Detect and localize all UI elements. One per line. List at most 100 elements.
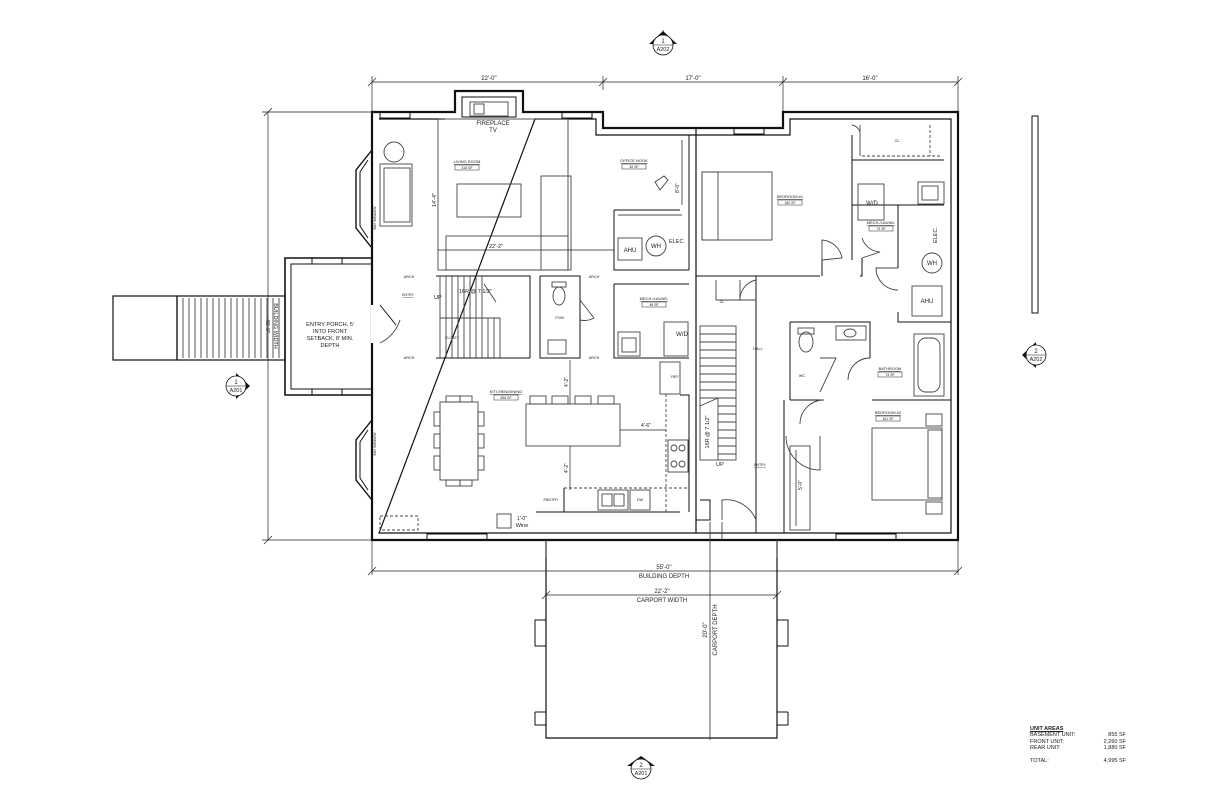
unit-area-row: BASEMENT UNIT: 855 SF xyxy=(1030,732,1126,738)
rear-closet-top: CL xyxy=(851,124,942,157)
front-stair: 16R @ 7 1/2" UP CLOSET ENTRY ARCH ARCH A… xyxy=(402,275,600,360)
callout-bottom-num: 2 xyxy=(639,763,643,769)
unit-area-total-label: TOTAL: xyxy=(1030,757,1049,764)
section-callout-left[interactable]: 1 A201 xyxy=(225,373,250,399)
carport: 22'-2" CARPORT WIDTH 20'-0" CARPORT DEPT… xyxy=(534,522,789,740)
dim-seg-left: 22'-0" xyxy=(481,76,496,82)
office-nook-label: OFFICE NOOK xyxy=(620,158,648,163)
unit-area-label: BASEMENT UNIT: xyxy=(1030,732,1076,739)
rear-hall: CL HALL xyxy=(715,279,763,351)
tv-label: TV xyxy=(489,128,497,134)
ahu-rear-label: AHU xyxy=(921,299,934,305)
bay-window-bottom-label: BAY WINDOW xyxy=(373,432,377,456)
living-room-label: LIVING ROOM xyxy=(454,159,481,164)
bedroom-1: BEDROOM #1 160 SF xyxy=(701,171,843,261)
section-callout-top[interactable]: 1 A202 xyxy=(649,30,677,56)
unit-area-row: FRONT UNIT: 2,260 SF xyxy=(1030,739,1126,745)
wh-rear-label: WH xyxy=(927,261,937,267)
stair-front-label: 16R @ 7 1/2" xyxy=(459,289,492,295)
living-room: FIREPLACE TV LIVING ROOM 316 SF 14'-4" 2… xyxy=(373,118,614,271)
dim-living-width: 22'-2" xyxy=(489,244,503,250)
kitchen-label: KITCHEN/DINING xyxy=(490,389,523,394)
office-nook-area: 42 SF xyxy=(629,165,638,169)
callout-right-sheet: A202 xyxy=(1030,357,1043,363)
unit-area-label: FRONT UNIT: xyxy=(1030,738,1065,745)
entry-porch: ENTRY PORCH, 5' INTO FRONT SETBACK, 8' M… xyxy=(284,257,401,396)
wh-front-label: WH xyxy=(651,244,661,250)
powder-room: POW. xyxy=(547,281,595,355)
bathroom-area: 74 SF xyxy=(885,373,894,377)
dim-carport-width-label: CARPORT WIDTH xyxy=(637,598,687,604)
office-nook: OFFICE NOOK 42 SF 8'-0" xyxy=(618,140,683,216)
exterior-walls xyxy=(355,89,960,542)
callout-bottom-sheet: A201 xyxy=(635,771,648,777)
mech-laundry-rear: W/D MECH./LAUND. 73 SF ELEC. WH AHU xyxy=(857,181,945,317)
callout-right-num: 2 xyxy=(1034,349,1038,355)
living-room-area: 316 SF xyxy=(461,166,472,170)
porch-label-2: INTO FRONT xyxy=(313,329,348,335)
dim-bedroom-2: 5'-0" xyxy=(798,480,804,490)
wd-rear-label: W/D xyxy=(866,201,878,207)
wc-label: WC xyxy=(799,374,806,378)
ahu-front-label: AHU xyxy=(624,248,637,254)
unit-area-row: REAR UNIT: 1,880 SF xyxy=(1030,745,1126,751)
mech-laund-2-label: MECH./LAUND. xyxy=(867,220,896,225)
bathroom: WC BATHROOM 74 SF xyxy=(797,325,945,425)
section-callout-bottom[interactable]: 2 A201 xyxy=(627,756,655,780)
kitchen-area: 456 SF xyxy=(500,396,511,400)
arch-label-1: ARCH xyxy=(404,275,415,279)
dim-carport-depth: 20'-0" xyxy=(703,622,709,637)
elec-rear-label: ELEC. xyxy=(933,227,939,243)
front-mech-equipment: AHU WH ELEC. xyxy=(617,235,685,261)
unit-area-value: 855 SF xyxy=(1108,732,1126,739)
rear-unit-interior-walls xyxy=(696,135,951,533)
entry-rear-label: ENTRY xyxy=(754,463,766,467)
bay-window-top-label: BAY WINDOW xyxy=(373,206,377,230)
dim-island-2: 4'-6" xyxy=(641,423,651,429)
cl-rear-top-label: CL xyxy=(894,138,900,143)
bathroom-label: BATHROOM xyxy=(879,366,902,371)
dim-seg-mid: 17'-0" xyxy=(685,76,700,82)
hall-label: HALL xyxy=(753,347,763,351)
kitchen-dining: KITCHEN/DINING 456 SF 4'-2" 4'-6" 4'-2" … xyxy=(373,360,689,531)
dim-living-depth: 14'-4" xyxy=(432,193,438,207)
stair-rear-label: 16R @ 7 1/2" xyxy=(705,415,711,448)
bottom-dimension-line: 55'-0" BUILDING DEPTH xyxy=(367,540,963,580)
wine-label: Wine xyxy=(516,523,529,529)
ref-label: REF xyxy=(671,375,679,379)
fireplace-label: FIREPLACE xyxy=(476,121,509,127)
dim-office: 8'-0" xyxy=(675,183,681,193)
dim-seg-right: 16'-0" xyxy=(862,76,877,82)
arch-label-2: ARCH xyxy=(404,356,415,360)
up-rear-label: UP xyxy=(716,462,724,468)
porch-label-3: SETBACK, 8' MIN. xyxy=(307,336,354,342)
elec-front-label: ELEC. xyxy=(669,239,685,245)
callout-left-sheet: A201 xyxy=(230,388,243,394)
rear-stair: 16R @ 7 1/2" UP ENTRY xyxy=(699,325,767,521)
mech-laund-2-area: 73 SF xyxy=(876,227,885,231)
closet-front-label: CLOSET xyxy=(445,336,460,340)
dim-overall-label: BUILDING DEPTH xyxy=(639,574,689,580)
section-callout-right[interactable]: 2 A202 xyxy=(1022,342,1047,368)
unit-areas-heading: UNIT AREAS xyxy=(1030,726,1064,732)
top-dimension-line: 22'-0" 17'-0" 16'-0" xyxy=(367,76,963,112)
bedroom-2: BEDROOM #2 161 SF 5'-0" xyxy=(785,410,943,531)
dim-carport-width: 22'-2" xyxy=(654,589,669,595)
entry-front-label: ENTRY xyxy=(402,293,414,297)
pantry-label: PANTRY xyxy=(543,498,559,502)
bedroom-2-label: BEDROOM #2 xyxy=(875,410,902,415)
dim-overall: 55'-0" xyxy=(656,565,671,571)
unit-area-value: 2,260 SF xyxy=(1103,738,1126,745)
mech-laundry-front: MECH./LAUND. 46 SF W/D xyxy=(617,296,688,357)
unit-area-label: REAR UNIT: xyxy=(1030,745,1061,752)
arch-label-3: ARCH xyxy=(589,275,600,279)
unit-area-total-row: TOTAL: 4,995 SF xyxy=(1030,758,1126,764)
dim-wine: 1'-0" xyxy=(517,516,527,522)
mech-laund-1-area: 46 SF xyxy=(649,303,658,307)
callout-top-num: 1 xyxy=(661,39,665,45)
unit-area-total-value: 4,995 SF xyxy=(1103,757,1126,764)
up-front-label: UP xyxy=(434,295,442,301)
unit-areas-table: UNIT AREAS BASEMENT UNIT: 855 SF FRONT U… xyxy=(1030,726,1126,764)
elevation-marker-bar xyxy=(1031,115,1039,314)
